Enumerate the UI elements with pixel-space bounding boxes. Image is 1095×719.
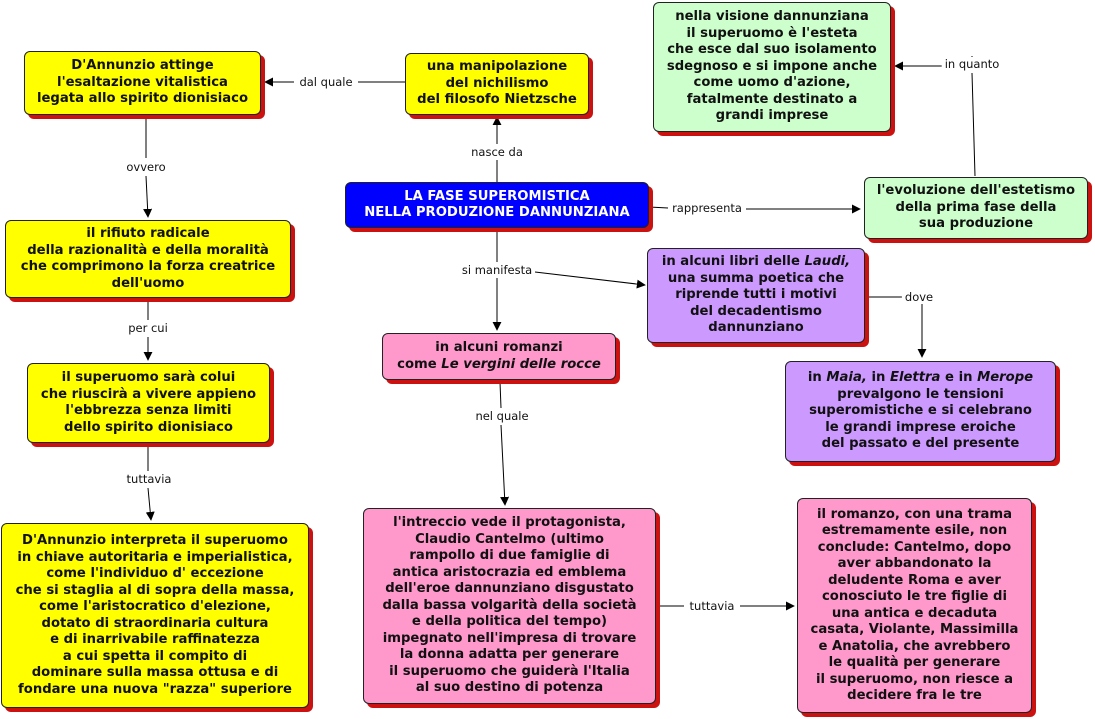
wire-center-rappresenta [648,206,669,209]
concept-dannunzio-attinge-text: D'Annunzio attinge l'esaltazione vitalis… [36,58,249,107]
link-label-si-manifesta: si manifesta [458,263,536,277]
link-label-per-cui: per cui [125,321,171,335]
link-label-in-quanto: in quanto [941,57,1003,71]
concept-center-text: LA FASE SUPEROMISTICA NELLA PRODUZIONE D… [364,188,630,221]
concept-evoluzione-text: l'evoluzione dell'estetismo della prima … [876,183,1076,232]
concept-romanzi[interactable]: in alcuni romanzi come Le vergini delle … [382,333,616,380]
concept-nietzsche[interactable]: una manipolazione del nichilismo del fil… [405,53,589,115]
link-label-nasce-da: nasce da [468,145,526,159]
concept-visione[interactable]: nella visione dannunziana il superuomo è… [653,2,891,132]
concept-romanzo-esile-text: il romanzo, con una trama estremamente e… [810,506,1019,704]
concept-center[interactable]: LA FASE SUPEROMISTICA NELLA PRODUZIONE D… [345,182,649,228]
wire-evoluzione-inquanto [971,72,976,177]
concept-maia-elettra-merope[interactable]: in Maia, in Elettra e in Merope prevalgo… [785,361,1056,462]
link-label-tuttavia-1: tuttavia [123,472,175,486]
concept-maia-text: in Maia, in Elettra e in Merope prevalgo… [807,370,1034,452]
wire-ovvero-rifiuto [143,175,153,218]
wire-dove-maia [917,296,935,358]
concept-superuomo-colui-text: il superuomo sarà colui che riuscirà a v… [40,370,257,435]
link-label-tuttavia-2: tuttavia [686,599,738,613]
concept-interpreta[interactable]: D'Annunzio interpreta il superuomo in ch… [1,523,309,708]
concept-dannunzio-attinge[interactable]: D'Annunzio attinge l'esaltazione vitalis… [24,51,261,115]
concept-rifiuto[interactable]: il rifiuto radicale della razionalità e … [5,220,291,298]
concept-evoluzione[interactable]: l'evoluzione dell'estetismo della prima … [864,177,1088,239]
concept-rifiuto-text: il rifiuto radicale della razionalità e … [20,226,276,291]
concept-visione-text: nella visione dannunziana il superuomo è… [666,9,878,124]
link-label-ovvero: ovvero [123,160,169,174]
concept-laudi-text: in alcuni libri delle Laudi, una summa p… [661,254,851,336]
link-label-nel-quale: nel quale [472,409,532,423]
wire-simanifesta-laudi [534,271,646,289]
wire-romanzi-nelquale [499,381,502,409]
concept-superuomo-colui[interactable]: il superuomo sarà colui che riuscirà a v… [27,363,270,443]
concept-romanzo-esile[interactable]: il romanzo, con una trama estremamente e… [797,498,1032,713]
concept-interpreta-text: D'Annunzio interpreta il superuomo in ch… [15,533,295,697]
concept-romanzi-text: in alcuni romanzi come Le vergini delle … [397,340,601,372]
concept-laudi[interactable]: in alcuni libri delle Laudi, una summa p… [647,248,865,343]
wire-nelquale-intreccio [500,424,510,506]
link-label-dove: dove [901,290,937,304]
concept-intreccio[interactable]: l'intreccio vede il protagonista, Claudi… [363,508,656,704]
concept-nietzsche-text: una manipolazione del nichilismo del fil… [417,59,577,108]
wire-tuttavia-interpreta [145,487,155,521]
concept-intreccio-text: l'intreccio vede il protagonista, Claudi… [382,515,637,696]
link-label-rappresenta: rappresenta [669,201,745,215]
link-label-dal-quale: dal quale [296,75,356,89]
